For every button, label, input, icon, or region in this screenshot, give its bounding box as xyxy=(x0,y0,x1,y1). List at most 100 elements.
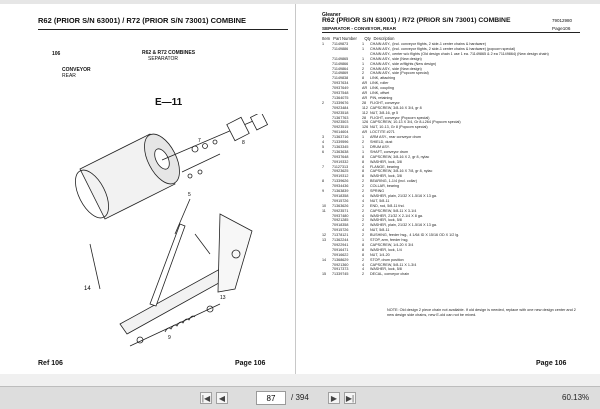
description-cell: FLANGE, bearing xyxy=(370,164,400,169)
part-number-cell: 71149864 xyxy=(332,66,349,71)
description-cell: LINK, roller xyxy=(370,81,389,86)
left-footer-ref: Ref 106 xyxy=(38,360,63,367)
description-cell: CHAIN ASY., (incl. conveyor flights, 2 s… xyxy=(370,46,516,51)
qty-cell: 2 xyxy=(362,223,365,228)
item-cell: 2 xyxy=(322,100,325,105)
col-part-header: Part Number xyxy=(333,36,357,41)
qty-cell: 1 xyxy=(362,135,365,140)
description-cell: SHIELD, dust xyxy=(370,140,393,144)
item-cell: 8 xyxy=(322,179,325,184)
previous-page-button[interactable]: ◀ xyxy=(216,392,228,404)
description-cell: SHAFT, conveyor drum xyxy=(370,149,409,154)
exploded-parts-diagram: 14 5 7 8 9 13 xyxy=(75,114,269,347)
horizontal-scroll-area[interactable] xyxy=(0,374,600,386)
qty-cell: 4 xyxy=(362,193,365,198)
qty-cell: 1 xyxy=(362,46,365,51)
qty-cell: 8 xyxy=(362,169,365,174)
qty-cell: AR xyxy=(362,81,368,86)
page-total: / 394 xyxy=(291,393,309,402)
description-cell: LOCTITE #271 xyxy=(370,130,395,135)
item-cell: 6 xyxy=(322,149,325,154)
qty-cell: 126 xyxy=(362,125,369,130)
callout-label: 13 xyxy=(220,295,226,301)
description-cell: DECAL, conveyor chain xyxy=(370,272,410,277)
description-cell: CAPSCREW, 5/8-11 X 3-1/4 xyxy=(370,208,417,213)
shaft-drawing xyxy=(161,117,261,161)
part-number-cell: 70923625 xyxy=(332,169,349,174)
description-cell: NUT, 3/8-16, gr 5 xyxy=(370,110,399,115)
qty-cell: 112 xyxy=(362,110,368,115)
qty-cell: 8 xyxy=(362,252,365,257)
left-page-title: R62 (PRIOR S/N 63001) / R72 (PRIOR S/N 7… xyxy=(38,16,246,25)
part-number-cell: 71149873 xyxy=(332,42,349,46)
qty-cell: 1 xyxy=(362,56,365,61)
description-cell: CAPSCREW, 10-13 X 3/4, Gr 8-L264 (Popcor… xyxy=(370,120,461,125)
part-number-cell: 70916622 xyxy=(332,252,349,257)
part-number-cell: 71339626 xyxy=(332,179,349,184)
qty-cell: AR xyxy=(362,95,368,100)
page-number-input[interactable]: 87 xyxy=(256,391,286,405)
qty-cell: 2 xyxy=(362,179,365,184)
qty-cell: 112 xyxy=(362,105,368,110)
part-number-cell: 70922941 xyxy=(332,242,349,247)
description-cell: WASHER, plain, 21/32 X 1-5/16 X 13 ga. xyxy=(370,193,437,198)
part-number-cell: 70921285 xyxy=(332,218,349,223)
part-number-cell: 71363345 xyxy=(332,144,349,149)
description-cell: CAPSCREW, 1/4-20 X 3/4 xyxy=(370,242,414,247)
last-page-button[interactable]: ▶| xyxy=(344,392,356,404)
brand-name: Gleaner xyxy=(322,12,341,18)
next-page-button[interactable]: ▶ xyxy=(328,392,340,404)
item-cell: 15 xyxy=(322,272,327,277)
parts-table-header: Item Part Number Qty Description xyxy=(322,36,394,41)
callout-label: 9 xyxy=(168,335,171,341)
description-cell: STOP, drum position xyxy=(370,257,404,262)
figure-number: E—11 xyxy=(155,97,183,108)
description-cell: CHAIN ASY., side w/flights (New design) xyxy=(370,61,437,66)
table-row: CHAIN ASY., center w/o flights (Old desi… xyxy=(322,52,549,57)
navigation-bar: |◀ ◀ 87 / 394 ▶ ▶| 60.13% xyxy=(0,386,600,409)
callout-label: 7 xyxy=(198,138,201,144)
description-cell: NUT, 5/8-11 xyxy=(370,228,390,233)
part-number-cell: 70923518 xyxy=(332,110,349,115)
part-number-cell: 70918358 xyxy=(332,193,349,198)
qty-cell: 2 xyxy=(362,66,365,71)
description-cell: CHAIN ASY., side (Popcorn special) xyxy=(370,71,429,76)
qty-cell: 2 xyxy=(362,203,365,208)
description-cell: NUT, 5/8-11 xyxy=(370,198,390,203)
subtitle-separator: SEPARATOR xyxy=(148,56,179,62)
part-number-cell: 70917373 xyxy=(332,267,349,272)
first-page-button[interactable]: |◀ xyxy=(200,392,212,404)
description-cell: PIN, retaining xyxy=(370,95,393,100)
part-number-cell: 71339596 xyxy=(332,140,349,144)
spring-drawing xyxy=(129,303,221,347)
qty-cell: 4 xyxy=(362,228,365,233)
description-cell: CHAIN ASY., (incl. conveyor flights, 2 s… xyxy=(370,42,486,46)
zoom-level[interactable]: 60.13% xyxy=(562,393,590,402)
part-number-cell: 71363839 xyxy=(332,189,349,193)
col-item-header: Item xyxy=(322,36,331,41)
stop-plate-drawing xyxy=(217,213,253,293)
part-number-cell: 71363716 xyxy=(332,135,349,140)
